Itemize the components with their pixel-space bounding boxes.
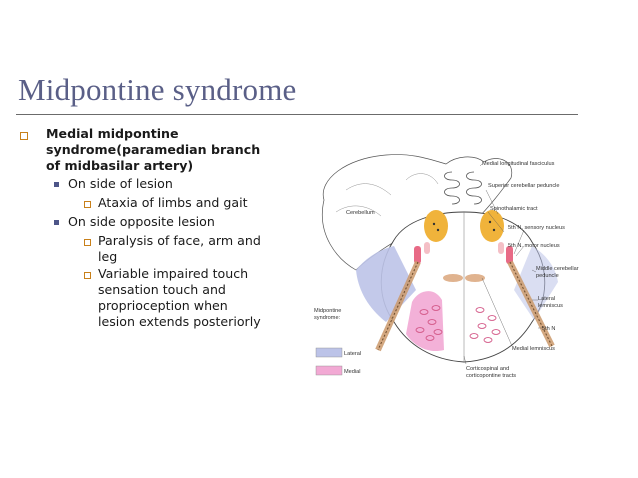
legend-medial-swatch [315,365,343,376]
label-medial-lemniscus: Medial lemniscus [512,346,555,352]
label-lateral-lemniscus-line2: lemniscus [538,303,563,309]
corticospinal-bundles [415,305,501,343]
fourth-ventricle-folds [444,171,482,205]
fifth-nerve-nucleus [506,246,513,264]
cerebellum-folia [335,173,439,217]
pons-cross-section-figure: Medial longitudinal fasciculus Superior … [314,154,579,379]
bullet-medial-line1: Medial midpontine [46,126,179,141]
bullet-paralysis-line2: leg [98,249,118,264]
bullet-medial-line3: of midbasilar artery) [46,158,194,173]
label-sensory-nucleus: 5th N. sensory nucleus [508,225,565,231]
label-mcp-line1: Middle cerebellar [536,266,579,272]
legend-lateral-swatch [315,347,343,358]
hollow-square-bullet-icon [20,132,28,140]
bullet-medial-line2: syndrome(paramedian branch [46,142,261,157]
label-motor-nucleus: 5th N. motor nucleus [508,243,560,249]
label-cerebellum: Cerebellum [346,210,375,216]
hollow-square-bullet-icon [84,239,91,246]
label-scp: Superior cerebellar peduncle [488,183,560,189]
bullet-variable-line4: lesion extends posteriorly [98,314,261,329]
medial-lemniscus [443,274,463,282]
bullet-variable-line2: sensation touch and [98,282,226,297]
bullet-variable-line1: Variable impaired touch [98,266,249,281]
legend-title-line1: Midpontine [314,308,341,314]
legend-lateral-label: Lateral [344,351,361,357]
legend-title-line2: syndrome: [314,315,341,321]
bullet-ataxia: Ataxia of limbs and gait [98,195,248,210]
label-corticospinal-line1: Corticospinal and [466,366,509,372]
superior-cerebellar-peduncle [424,210,448,242]
lateral-lesion-region [514,246,558,320]
legend-medial-label: Medial [344,369,360,375]
leader-lines [463,163,542,365]
bullet-same-side: On side of lesion [68,176,173,191]
bullet-opposite-side: On side opposite lesion [68,214,215,229]
hollow-square-bullet-icon [84,201,91,208]
title-divider [16,114,578,115]
label-spinothalamic: Spinothalamic tract [490,206,538,212]
label-mcp-line2: peduncle [536,273,559,279]
label-mlf: Medial longitudinal fasciculus [482,161,555,167]
label-fifth-n: 5th N [542,326,555,332]
superior-cerebellar-peduncle [480,210,504,242]
fifth-nerve-root [507,260,555,348]
label-lateral-lemniscus-line1: Lateral [538,296,555,302]
hollow-square-bullet-icon [84,272,91,279]
label-corticospinal-line2: corticopontine tracts [466,373,516,379]
bullet-variable-line3: proprioception when [98,298,228,313]
medial-lemniscus [465,274,485,282]
solid-square-bullet-icon [54,220,59,225]
slide-title: Midpontine syndrome [18,72,297,107]
fifth-nerve-nucleus [414,246,421,264]
fifth-nerve-nucleus [498,242,504,254]
fifth-nerve-nucleus [424,242,430,254]
solid-square-bullet-icon [54,182,59,187]
bullet-paralysis-line1: Paralysis of face, arm and [98,233,261,248]
